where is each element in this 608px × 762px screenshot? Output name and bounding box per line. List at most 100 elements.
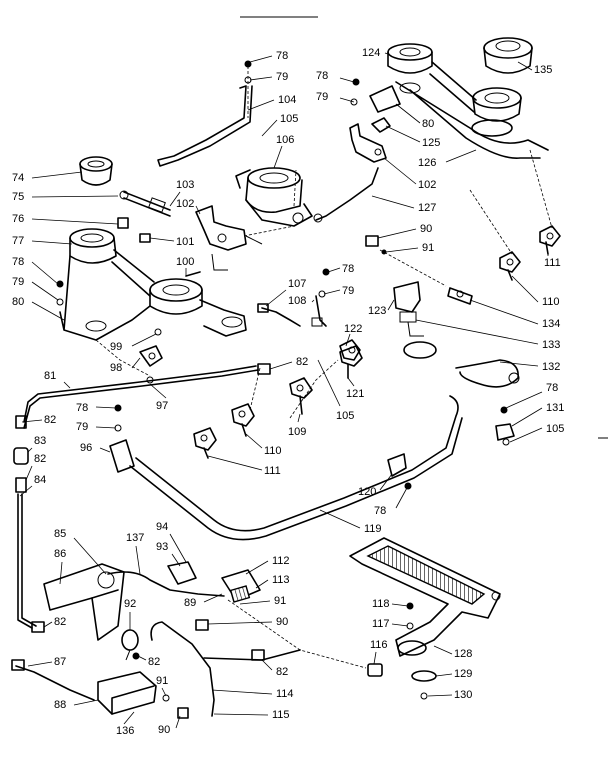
callout-label: 88: [54, 699, 66, 711]
leader-line: [31, 218, 119, 225]
bracket-102-right: [349, 123, 387, 163]
fitting-134: [447, 287, 473, 305]
leader-line: [377, 228, 417, 239]
callout-label: 132: [542, 361, 560, 373]
callout-label: 76: [12, 213, 24, 225]
fitting-90-lower: [195, 619, 209, 631]
callout-label: 110: [542, 296, 560, 308]
leader-line: [135, 545, 141, 575]
leader-line: [339, 97, 355, 103]
callout-label: 120: [358, 486, 376, 498]
leader-line: [323, 289, 341, 295]
callout-label: 108: [288, 295, 306, 307]
callout-label: 78: [546, 382, 558, 394]
valve-110-center: [231, 403, 255, 437]
wire-87: [11, 659, 95, 701]
fitting-116: [367, 663, 383, 677]
bracket-131: [495, 423, 515, 441]
callout-label: 133: [542, 339, 560, 351]
callout-label: 119: [364, 523, 382, 535]
callout-label: 105: [280, 113, 298, 125]
leader-line: [99, 447, 111, 453]
leader-line: [31, 301, 65, 321]
callout-label: 113: [272, 574, 290, 586]
fitting-90-upper: [365, 235, 387, 255]
callout-label: 122: [344, 323, 362, 335]
leader-line: [211, 689, 273, 695]
callout-labels: 7879104105106124135787980125126102127747…: [12, 47, 564, 737]
callout-label: 79: [316, 91, 328, 103]
callout-label: 78: [342, 263, 354, 275]
callout-label: 115: [272, 709, 290, 721]
leader-line: [161, 687, 167, 697]
leader-line: [43, 621, 53, 628]
callout-label: 131: [546, 402, 564, 414]
igniter-107: [257, 303, 301, 327]
callout-label: 111: [544, 257, 561, 269]
callout-label: 104: [278, 94, 296, 106]
callout-label: 134: [542, 318, 560, 330]
leader-line: [391, 623, 409, 627]
bracket-123: [393, 281, 424, 337]
leader-line: [505, 391, 543, 409]
callout-label: 105: [336, 410, 354, 422]
leader-line: [511, 275, 539, 303]
part-88: [97, 671, 157, 715]
callout-label: 125: [422, 137, 440, 149]
oven-burner-128: [349, 537, 501, 657]
leader-line: [31, 171, 83, 179]
leader-line: [31, 261, 59, 285]
callout-label: 92: [124, 598, 136, 610]
leader-line: [273, 145, 283, 169]
wire-132: [403, 341, 520, 388]
callout-label: 89: [184, 597, 196, 609]
callout-label: 98: [110, 362, 122, 374]
leader-line: [379, 473, 393, 491]
leader-line: [59, 561, 63, 585]
ring-129: [411, 670, 437, 682]
callout-label: 136: [116, 725, 134, 737]
tube-103: [119, 190, 171, 217]
callout-label: 101: [176, 236, 194, 248]
callout-label: 77: [12, 235, 24, 247]
leader-line: [21, 419, 43, 423]
callout-label: 94: [156, 521, 168, 533]
callout-label: 116: [370, 639, 388, 651]
leader-line: [249, 76, 273, 81]
callout-label: 118: [372, 598, 390, 610]
callout-label: 110: [264, 445, 282, 457]
callout-label: 90: [276, 616, 288, 628]
leader-line: [311, 299, 315, 303]
callout-label: 106: [276, 134, 294, 146]
wire-137: [107, 571, 225, 597]
leader-line: [415, 319, 539, 345]
leader-line: [245, 433, 263, 449]
leader-line: [63, 381, 71, 389]
callout-label: 111: [264, 465, 281, 477]
callout-label: 90: [420, 223, 432, 235]
leader-line: [297, 413, 301, 423]
leader-line: [249, 55, 273, 63]
burner-assembly-right: [369, 37, 549, 159]
switch-112: [221, 569, 261, 603]
callout-label: 78: [374, 505, 386, 517]
callout-label: 90: [158, 724, 170, 736]
part-100: [185, 271, 201, 277]
leader-line: [445, 149, 477, 163]
leader-line: [385, 125, 421, 143]
callout-label: 86: [54, 548, 66, 560]
callout-label: 84: [34, 474, 46, 486]
leader-line: [95, 426, 117, 429]
screw-99: [154, 328, 162, 336]
leader-line: [213, 713, 269, 716]
callout-label: 78: [316, 70, 328, 82]
callout-label: 82: [276, 666, 288, 678]
leader-line: [319, 509, 361, 529]
leader-line: [123, 711, 135, 725]
callout-label: 91: [274, 595, 286, 607]
callout-label: 79: [12, 276, 24, 288]
leader-line: [384, 52, 389, 55]
callout-label: 78: [276, 50, 288, 62]
